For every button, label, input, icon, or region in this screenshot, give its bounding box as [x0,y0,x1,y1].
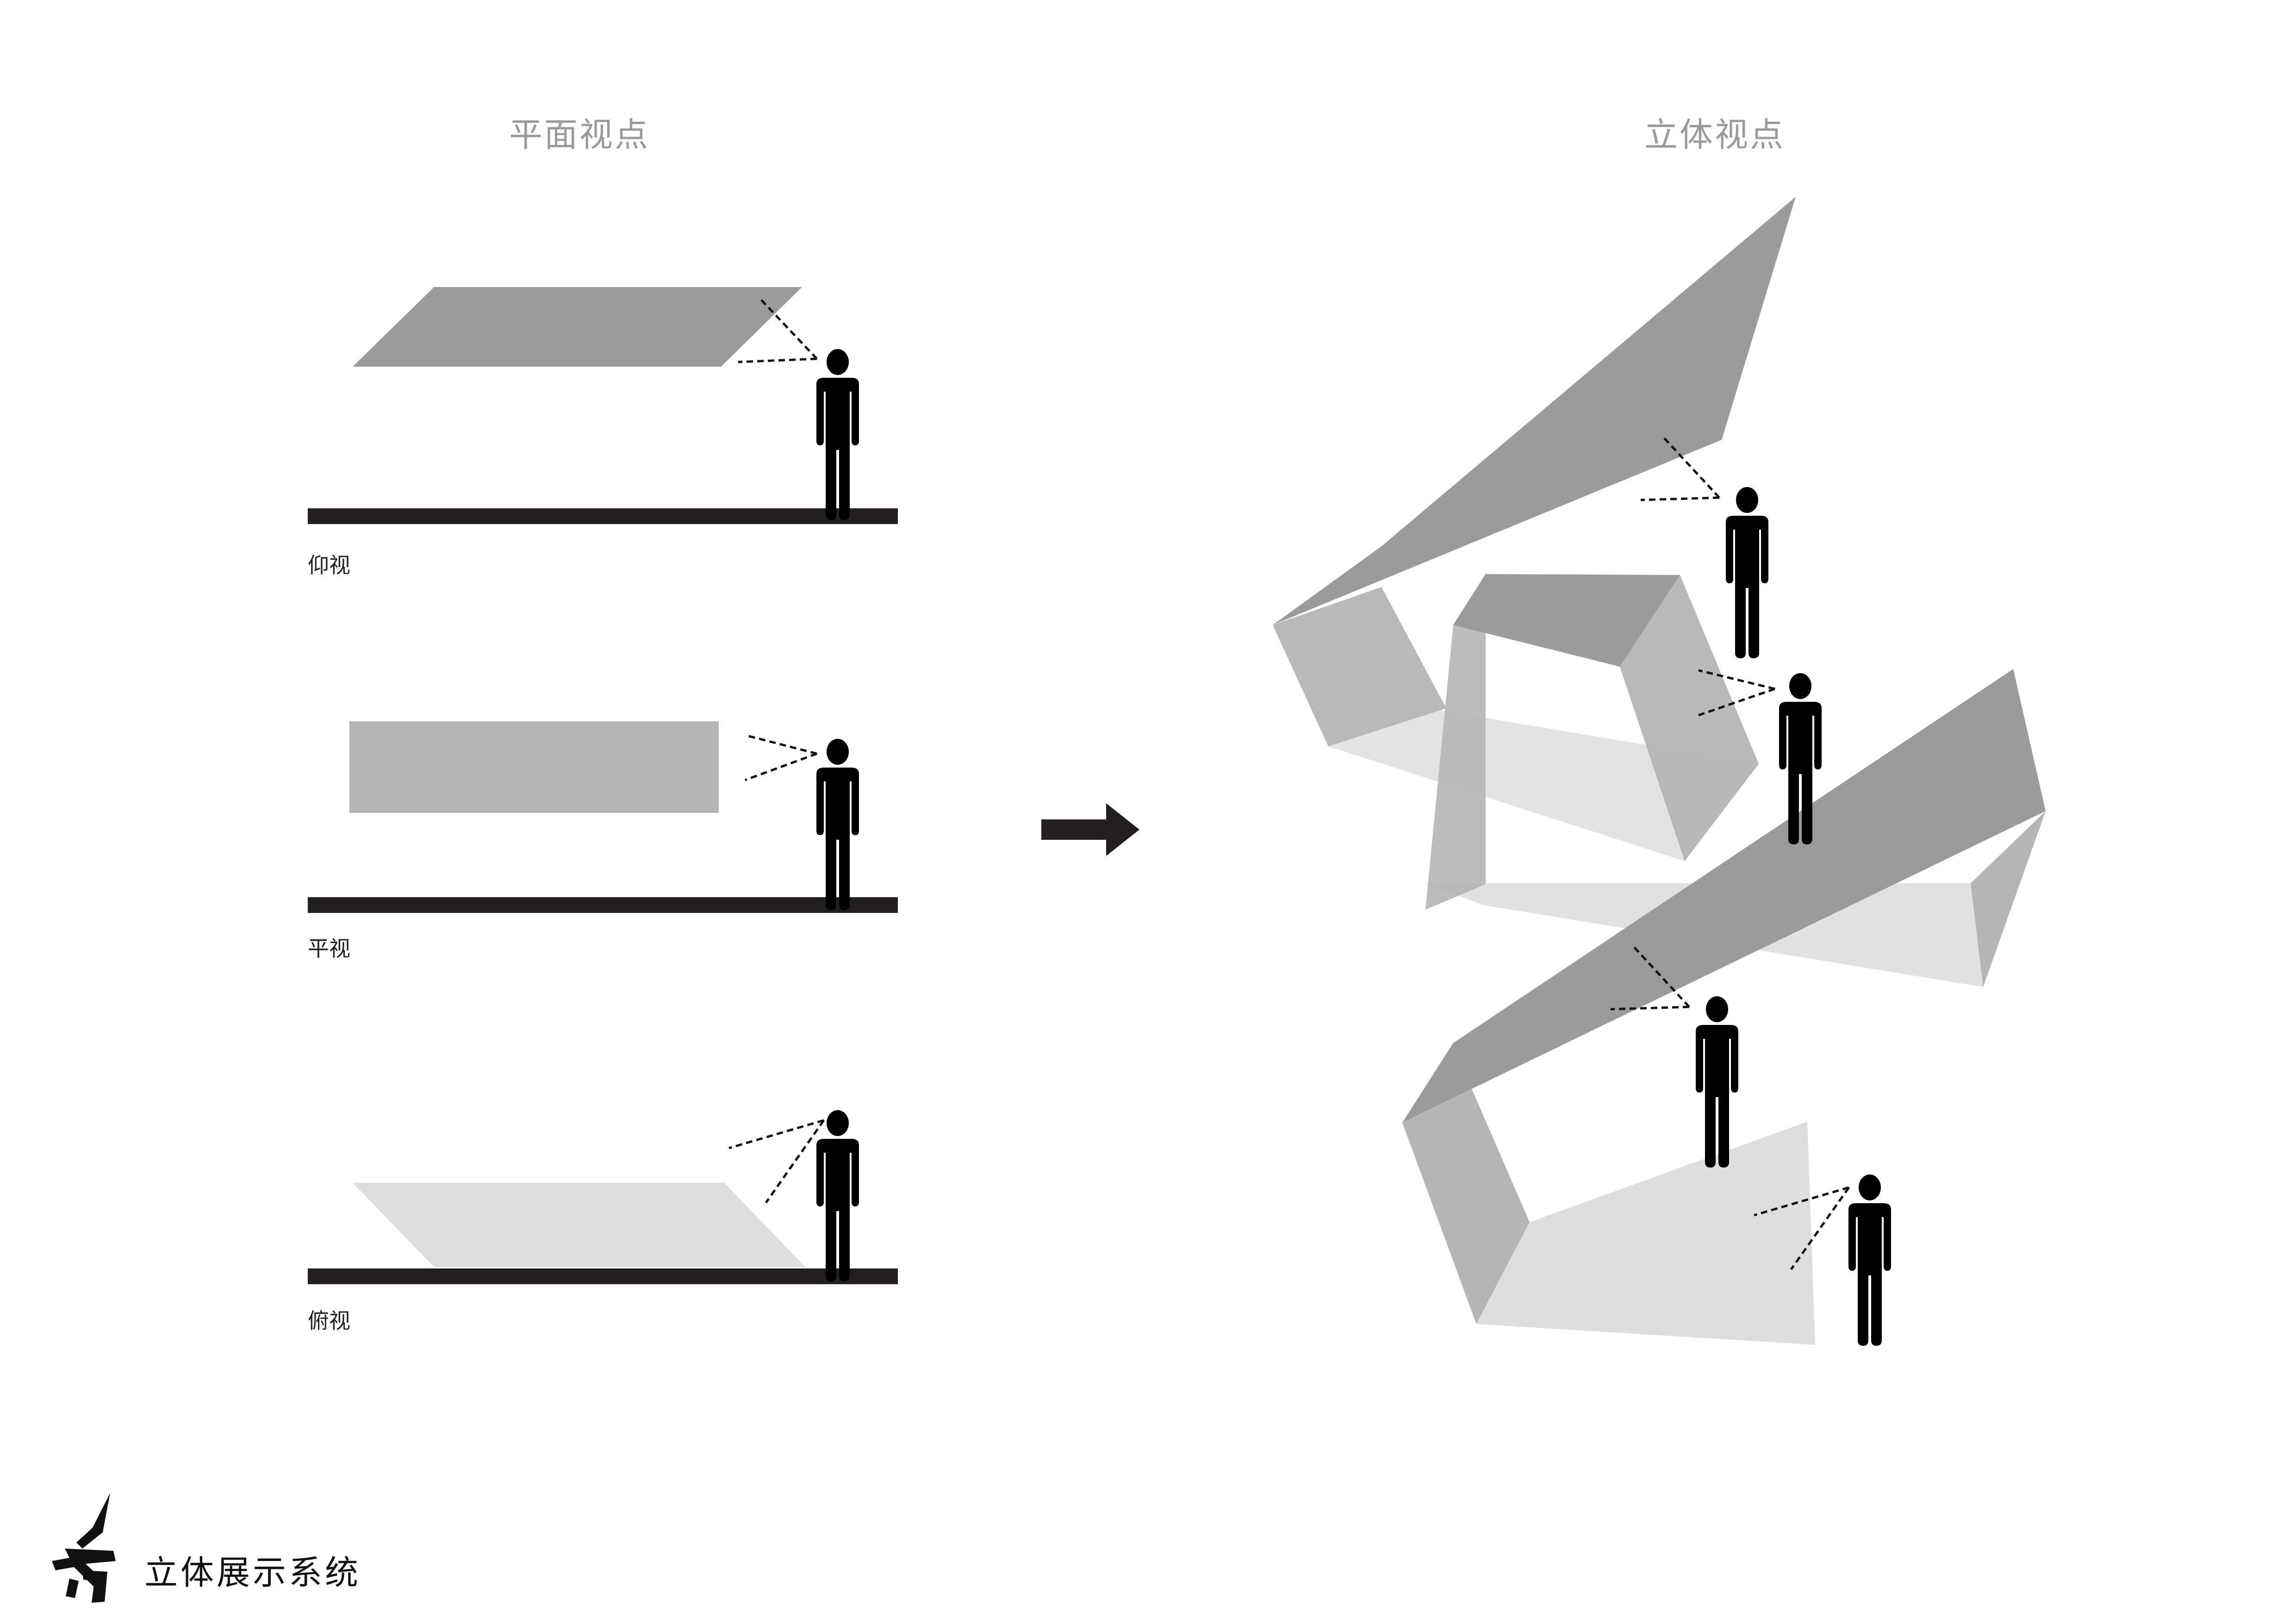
brand-logo [52,1493,116,1603]
floor-panel [353,1183,805,1267]
ceiling-panel [353,287,802,367]
looking-down-caption: 俯视 [308,1308,350,1333]
person-icon [1726,487,1768,658]
wall-panel [1971,811,2046,987]
person-icon [816,349,859,520]
stereo-viewpoint-heading: 立体视点 [1644,115,1786,154]
ceiling-panel [1453,574,1680,667]
ceiling-panel [1402,669,2046,1123]
ground-line [308,508,898,524]
floor-panel [1476,1122,1815,1345]
person-icon [1696,996,1738,1168]
wall-panel [1273,587,1446,746]
sight-lines [728,1119,825,1204]
ground-line [308,1268,898,1284]
flat-viewpoint-heading: 平面视点 [509,115,650,154]
person-icon [816,739,859,910]
looking-up-caption: 仰视 [308,553,350,578]
wall-panel [1402,1089,1530,1324]
level-view-caption: 平视 [308,936,350,961]
wall-panel [1425,625,1486,910]
ground-line [308,897,898,913]
stereo-structure [1273,197,2046,1345]
ceiling-panel [1273,197,1796,625]
person-icon [1848,1174,1891,1346]
person-icon [816,1110,859,1281]
sight-lines [1610,434,1850,1270]
right-arrow-icon [1041,803,1139,856]
sight-lines [745,734,817,781]
wall-panel [1620,575,1759,861]
footer-title: 立体展示系统 [144,1553,361,1592]
sight-lines [738,299,818,363]
wall-panel [349,721,719,813]
